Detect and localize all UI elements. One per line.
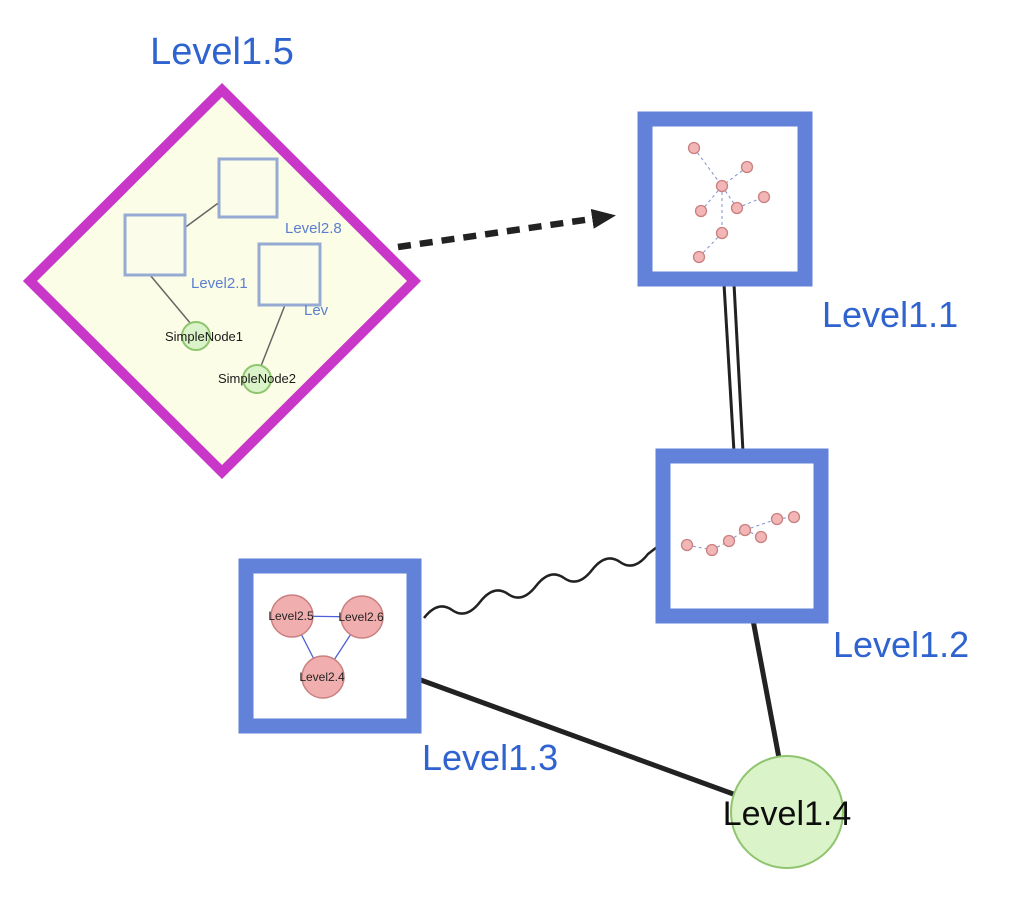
label-level2-5: Level2.5 — [268, 609, 314, 623]
node-level2-1[interactable] — [123, 213, 187, 277]
mini-node[interactable] — [722, 534, 736, 548]
label-level2-1: Level2.1 — [191, 275, 248, 292]
label-level1-3: Level1.3 — [422, 737, 558, 778]
edge-level1-1-to-level1-2-line2[interactable] — [732, 283, 745, 453]
label-simplenode2: SimpleNode2 — [218, 371, 296, 386]
node-level1-4[interactable] — [730, 755, 844, 869]
node-box-level1-1[interactable] — [637, 111, 813, 287]
mini-node[interactable] — [757, 190, 771, 204]
node-box-level1-2[interactable] — [655, 448, 829, 624]
mini-graph-level1-1 — [687, 141, 771, 264]
edge-level1-5-to-level1-1[interactable] — [397, 208, 616, 251]
mini-node[interactable] — [730, 201, 744, 215]
mini-node[interactable] — [680, 538, 694, 552]
label-level1-1: Level1.1 — [822, 294, 958, 335]
node-simplenode2[interactable] — [242, 364, 272, 394]
label-level1-4: Level1.4 — [723, 795, 852, 833]
mini-node[interactable] — [715, 226, 729, 240]
label-level2-6: Level2.6 — [338, 610, 384, 624]
label-simplenode1: SimpleNode1 — [165, 329, 243, 344]
mini-node[interactable] — [715, 179, 729, 193]
group-node-level1-5[interactable]: Level1.5 Level2.8 Level2.1 Lev SimpleNod… — [22, 31, 422, 480]
node-level2-6[interactable] — [340, 595, 384, 639]
node-level2-8[interactable] — [217, 157, 279, 219]
mini-edge — [721, 185, 738, 209]
edge-level1-1-to-level1-2-line1[interactable] — [722, 283, 736, 453]
group-node-level1-3[interactable]: Level2.5 Level2.6 Level2.4 Level1.3 — [238, 558, 558, 778]
mini-node[interactable] — [694, 204, 708, 218]
edge-level1-3-to-level1-2-wavy[interactable] — [423, 546, 658, 619]
label-level1-2: Level1.2 — [833, 624, 969, 665]
mini-node[interactable] — [740, 160, 754, 174]
label-level2-4: Level2.4 — [299, 670, 345, 684]
edge-level1-2-to-level1-4[interactable] — [750, 619, 782, 759]
mini-node[interactable] — [692, 250, 706, 264]
mini-node[interactable] — [787, 510, 801, 524]
mini-node[interactable] — [705, 543, 719, 557]
mini-edge — [686, 544, 713, 551]
node-level2-4[interactable] — [301, 655, 345, 699]
diamond-shape[interactable] — [22, 82, 422, 480]
node-lev[interactable] — [257, 242, 322, 307]
edge-lev-to-simplenode2[interactable] — [260, 304, 286, 367]
edge-layer — [397, 208, 782, 798]
mini-node[interactable] — [770, 512, 784, 526]
edge-level1-3-to-level1-4[interactable] — [417, 676, 737, 798]
group-node-level1-1[interactable]: Level1.1 — [637, 111, 958, 335]
node-level2-5[interactable] — [270, 594, 314, 638]
group-node-level1-2[interactable]: Level1.2 — [655, 448, 969, 665]
label-lev: Lev — [304, 302, 329, 319]
mini-node[interactable] — [738, 523, 752, 537]
label-level2-8: Level2.8 — [285, 220, 342, 237]
edge-level2-1-to-simplenode1[interactable] — [149, 274, 192, 325]
mini-node[interactable] — [687, 141, 701, 155]
mini-graph-level1-2 — [680, 510, 801, 557]
edge-level2-1-to-level2-8[interactable] — [182, 200, 222, 230]
mini-node[interactable] — [754, 530, 768, 544]
node-simplenode1[interactable] — [181, 321, 211, 351]
node-box-level1-3[interactable] — [238, 558, 422, 734]
mini-edge — [693, 147, 723, 187]
group-node-level1-4[interactable]: Level1.4 — [723, 755, 852, 869]
label-level1-5: Level1.5 — [150, 31, 294, 73]
triangle-graph-level1-3: Level2.5 Level2.6 Level2.4 — [268, 594, 384, 699]
